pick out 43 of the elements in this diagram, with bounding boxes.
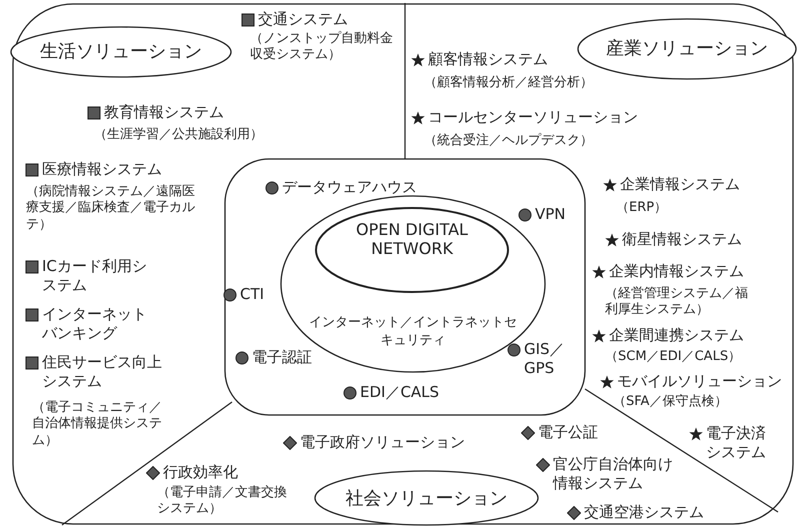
- system-name: GIS／GPS: [524, 340, 566, 378]
- core-title: OPEN DIGITAL NETWORK: [355, 220, 469, 258]
- sector-title: 生活ソリューション: [39, 40, 203, 63]
- detail-text: （電子申請／文書交換システム）: [157, 485, 288, 518]
- system-name: 交通空港システム: [584, 503, 704, 522]
- detail-text: （SCM／EDI／CALS）: [605, 349, 742, 366]
- system-name: EDI／CALS: [360, 383, 440, 402]
- detail-text: （SFA／保守点検）: [613, 394, 728, 410]
- detail-text: （ノンストップ自動料金収受システム）: [250, 31, 394, 64]
- system-name: 医療情報システム: [42, 160, 162, 179]
- detail-text: （顧客情報分析／経営分析）: [424, 75, 593, 92]
- detail-text: （生涯学習／公共施設利用）: [94, 127, 263, 144]
- system-name: 電子政府ソリューション: [300, 433, 465, 452]
- sector-title: 社会ソリューション: [344, 487, 508, 510]
- system-name: 電子決済システム: [706, 424, 767, 462]
- system-name: ICカード利用システム: [42, 257, 148, 294]
- detail-text: （ERP）: [616, 200, 668, 216]
- layer-title: インターネット／イントラネットセキュリティ: [308, 314, 518, 349]
- system-name: 衛星情報システム: [622, 230, 742, 249]
- system-name: インターネットバンキング: [42, 305, 148, 342]
- system-name: 電子認証: [252, 348, 312, 367]
- sector-title: 産業ソリューション: [605, 37, 769, 60]
- detail-text: （統合受注／ヘルプデスク）: [424, 133, 593, 150]
- system-name: 交通システム: [258, 10, 349, 29]
- system-name: 企業内情報システム: [609, 262, 744, 281]
- system-name: コールセンターソリューション: [428, 108, 638, 127]
- system-name: CTI: [240, 285, 264, 304]
- detail-text: （病院情報システム／遠隔医療支援／臨床検査／電子カルテ）: [26, 184, 196, 233]
- detail-text: （経営管理システム／福利厚生システム）: [605, 286, 749, 318]
- system-name: VPN: [535, 205, 566, 224]
- system-name: 教育情報システム: [104, 103, 224, 122]
- network-oval: [315, 207, 509, 293]
- system-name: データウェアハウス: [282, 178, 417, 197]
- system-name: 住民サービス向上システム: [42, 353, 163, 390]
- core-frame: [224, 158, 586, 416]
- system-name: 行政効率化: [163, 463, 238, 482]
- system-name: 顧客情報システム: [428, 50, 548, 69]
- system-name: モバイルソリューション: [617, 372, 782, 391]
- system-name: 官公庁自治体向け情報システム: [553, 455, 674, 492]
- system-name: 企業情報システム: [620, 175, 740, 194]
- detail-text: （電子コミュニティ／自治体情報提供システム）: [32, 400, 162, 449]
- system-name: 企業間連携システム: [609, 326, 744, 345]
- system-name: 電子公証: [538, 423, 598, 442]
